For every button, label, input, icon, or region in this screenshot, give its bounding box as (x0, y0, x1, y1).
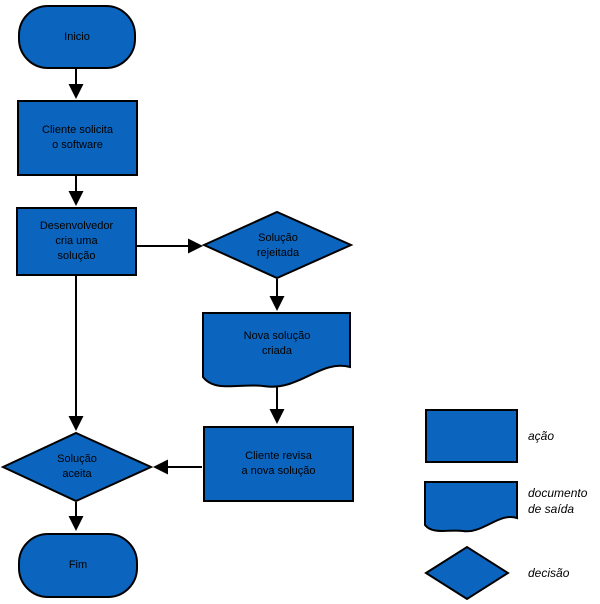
node-solucao-rejeitada (201, 210, 354, 280)
legend-shape-acao (425, 409, 518, 463)
node-solucao-aceita-label: Solução aceita (57, 453, 97, 480)
node-nova-solucao (202, 312, 351, 388)
node-nova-solucao-label: Nova solução criada (243, 330, 311, 357)
node-solucao-aceita (0, 431, 154, 503)
legend-label-decisao: decisão (528, 566, 570, 580)
node-fim: Fim (18, 533, 138, 598)
node-solucao-rejeitada-label: Solução rejeitada (256, 232, 300, 259)
node-inicio: Inicio (18, 5, 136, 69)
legend-document-shape (424, 481, 518, 533)
legend-label-documento: documento de saída (528, 486, 588, 516)
node-desenvolvedor: Desenvolvedor cria uma solução (16, 207, 137, 276)
node-cliente-solicita: Cliente solicita o software (17, 100, 138, 176)
node-desenvolvedor-label: Desenvolvedor cria uma solução (39, 220, 114, 262)
node-inicio-label: Inicio (64, 30, 90, 43)
node-fim-label: Fim (68, 559, 88, 571)
node-cliente-revisa-label: Cliente revisa a nova solução (241, 450, 316, 477)
legend-shape-decisao (424, 545, 510, 601)
legend-label-acao: ação (528, 429, 555, 443)
node-solucao-aceita-label-box: Solução aceita (1, 435, 153, 499)
diamond-solucao-aceita-shape (0, 431, 154, 503)
legend-shape-documento (424, 481, 518, 533)
diamond-solucao-rejeitada-shape (201, 210, 354, 280)
legend-diamond-shape (424, 545, 510, 601)
node-cliente-solicita-label: Cliente solicita o software (42, 124, 113, 151)
node-solucao-rejeitada-label-box: Solução rejeitada (202, 214, 354, 278)
node-nova-solucao-label-box: Nova solução criada (202, 313, 352, 375)
document-nova-solucao-shape (202, 312, 351, 388)
node-cliente-revisa: Cliente revisa a nova solução (203, 426, 354, 502)
